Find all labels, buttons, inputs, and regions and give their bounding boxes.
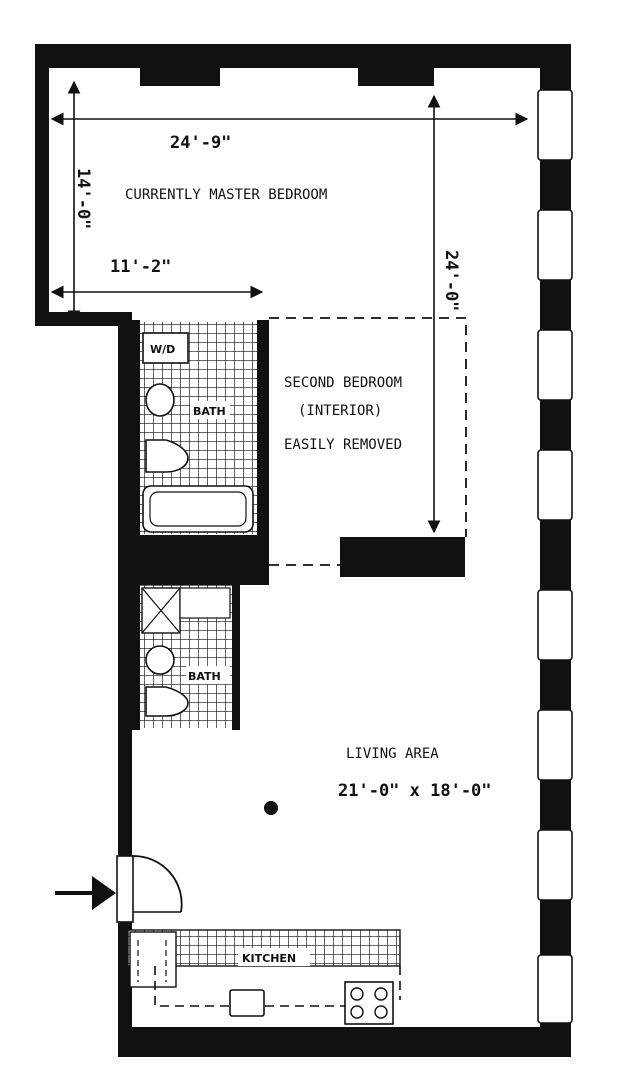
second-bedroom-note: EASILY REMOVED xyxy=(284,437,402,453)
sink-icon xyxy=(145,645,175,675)
window-icon xyxy=(537,89,573,1024)
bath-2-label: BATH xyxy=(188,670,221,683)
bath-1: W/D BATH xyxy=(140,322,257,534)
bath-2: BATH xyxy=(140,585,232,728)
living-area-dims: 21'-0" x 18'-0" xyxy=(338,781,492,801)
second-bedroom-sublabel: (INTERIOR) xyxy=(298,403,382,419)
toilet-icon xyxy=(145,686,189,717)
tub-icon xyxy=(142,485,254,533)
master-width-dim: 24'-9" xyxy=(170,133,231,153)
sink-icon xyxy=(229,989,265,1017)
master-bedroom-label: CURRENTLY MASTER BEDROOM xyxy=(125,187,327,203)
washer-dryer-label: W/D xyxy=(150,343,175,356)
second-bedroom-label: SECOND BEDROOM xyxy=(284,375,402,391)
living-area-label: LIVING AREA xyxy=(346,746,439,762)
master-depth-dim: 14'-0" xyxy=(73,168,93,229)
second-bedroom-boundary xyxy=(269,317,467,566)
column-dot-icon xyxy=(264,801,278,815)
kitchen-label: KITCHEN xyxy=(242,952,296,965)
shower-icon xyxy=(141,587,181,634)
toilet-icon xyxy=(145,439,189,473)
stove-icon xyxy=(344,981,394,1025)
master-inner-width-dim: 11'-2" xyxy=(110,257,171,277)
kitchen: KITCHEN xyxy=(127,929,401,1025)
dimension-lines xyxy=(50,80,529,534)
interior-walls xyxy=(130,320,465,730)
overall-depth-dim: 24'-0" xyxy=(441,250,461,311)
entry-arrow-icon xyxy=(55,876,116,910)
bath-1-label: BATH xyxy=(193,405,226,418)
door-swing-icon[interactable] xyxy=(116,855,183,923)
sink-icon xyxy=(145,383,175,417)
